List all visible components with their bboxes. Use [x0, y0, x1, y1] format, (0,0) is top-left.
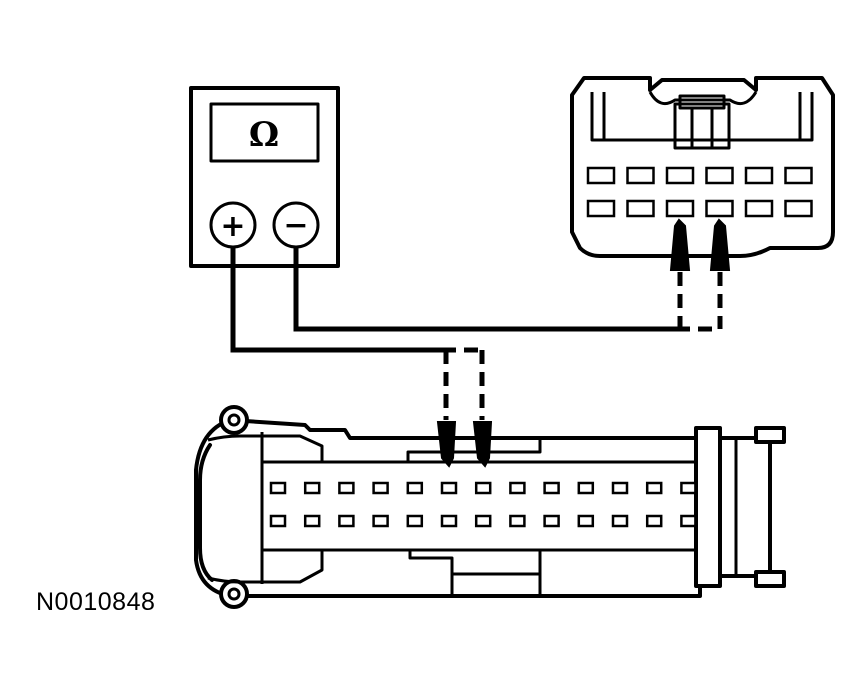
- large-connector-pin-cavity: [338, 514, 355, 528]
- small-connector-pins: [586, 166, 813, 218]
- ohm-symbol: Ω: [249, 115, 279, 155]
- large-connector-pin-cavity: [269, 514, 287, 528]
- large-connector-pin-cavity: [680, 481, 697, 495]
- negative-sign: −: [283, 208, 308, 243]
- small-connector-pin-cavity: [586, 199, 616, 218]
- large-connector-pin-cavity: [303, 514, 321, 528]
- large-connector-pin-cavity: [474, 481, 492, 495]
- positive-lead: [230, 247, 442, 353]
- large-connector-pin-cavity: [680, 514, 697, 528]
- large-connector-pin-cavity: [509, 481, 526, 495]
- large-connector-pin-cavity: [611, 514, 629, 528]
- small-connector-pin-cavity: [665, 166, 695, 185]
- small-connector-pin-cavity: [784, 166, 813, 185]
- large-connector-pin-cavity: [543, 514, 560, 528]
- small-connector-pin-cavity: [626, 199, 655, 218]
- small-connector-pin-cavity: [586, 166, 616, 185]
- large-connector: [194, 405, 786, 609]
- large-connector-pin-cavity: [372, 514, 389, 528]
- small-connector-pin-cavity: [744, 199, 774, 218]
- small-connector-probes: [669, 218, 731, 332]
- small-connector: [570, 76, 835, 258]
- large-connector-pin-cavity: [543, 481, 560, 495]
- probe-large-b: [472, 421, 493, 468]
- large-connector-pin-cavity: [645, 481, 663, 495]
- small-connector-pin-cavity: [626, 166, 655, 185]
- large-connector-pin-cavity: [406, 481, 424, 495]
- small-connector-pin-cavity: [665, 199, 695, 218]
- large-connector-pin-cavity: [577, 514, 595, 528]
- large-connector-pin-cavity: [577, 481, 595, 495]
- large-connector-pin-cavity: [269, 481, 287, 495]
- collar-tab-top: [754, 426, 786, 444]
- large-connector-pin-cavity: [406, 514, 424, 528]
- large-connector-pin-cavity: [372, 481, 389, 495]
- collar-left: [694, 426, 722, 588]
- probe-small-a: [669, 218, 691, 271]
- ohmmeter-display: [209, 102, 320, 163]
- collar-tab-bottom: [754, 570, 786, 588]
- small-connector-pin-cavity: [705, 199, 734, 218]
- large-connector-pin-cavity: [509, 514, 526, 528]
- figure-reference-number: N0010848: [36, 588, 156, 616]
- large-connector-pin-cavity: [645, 514, 663, 528]
- probe-small-b: [709, 218, 731, 271]
- large-connector-pin-cavity: [440, 481, 458, 495]
- positive-sign: +: [220, 209, 245, 244]
- collar-mid: [718, 436, 772, 578]
- large-connector-pin-cavity: [474, 514, 492, 528]
- large-connector-probes: [436, 347, 493, 468]
- ohmmeter: Ω + −: [189, 86, 340, 268]
- large-connector-pin-cavity: [611, 481, 629, 495]
- negative-lead: [293, 247, 676, 332]
- latch-tab: [673, 102, 731, 150]
- large-connector-pin-cavity: [338, 481, 355, 495]
- small-connector-pin-cavity: [705, 166, 734, 185]
- positive-terminal: +: [209, 201, 257, 249]
- large-connector-pin-cavity: [440, 514, 458, 528]
- probe-large-a: [436, 421, 457, 468]
- small-connector-pin-cavity: [784, 199, 813, 218]
- large-connector-pin-cavity: [303, 481, 321, 495]
- large-connector-pins: [269, 481, 697, 528]
- small-connector-pin-cavity: [744, 166, 774, 185]
- test-leads: [230, 247, 676, 353]
